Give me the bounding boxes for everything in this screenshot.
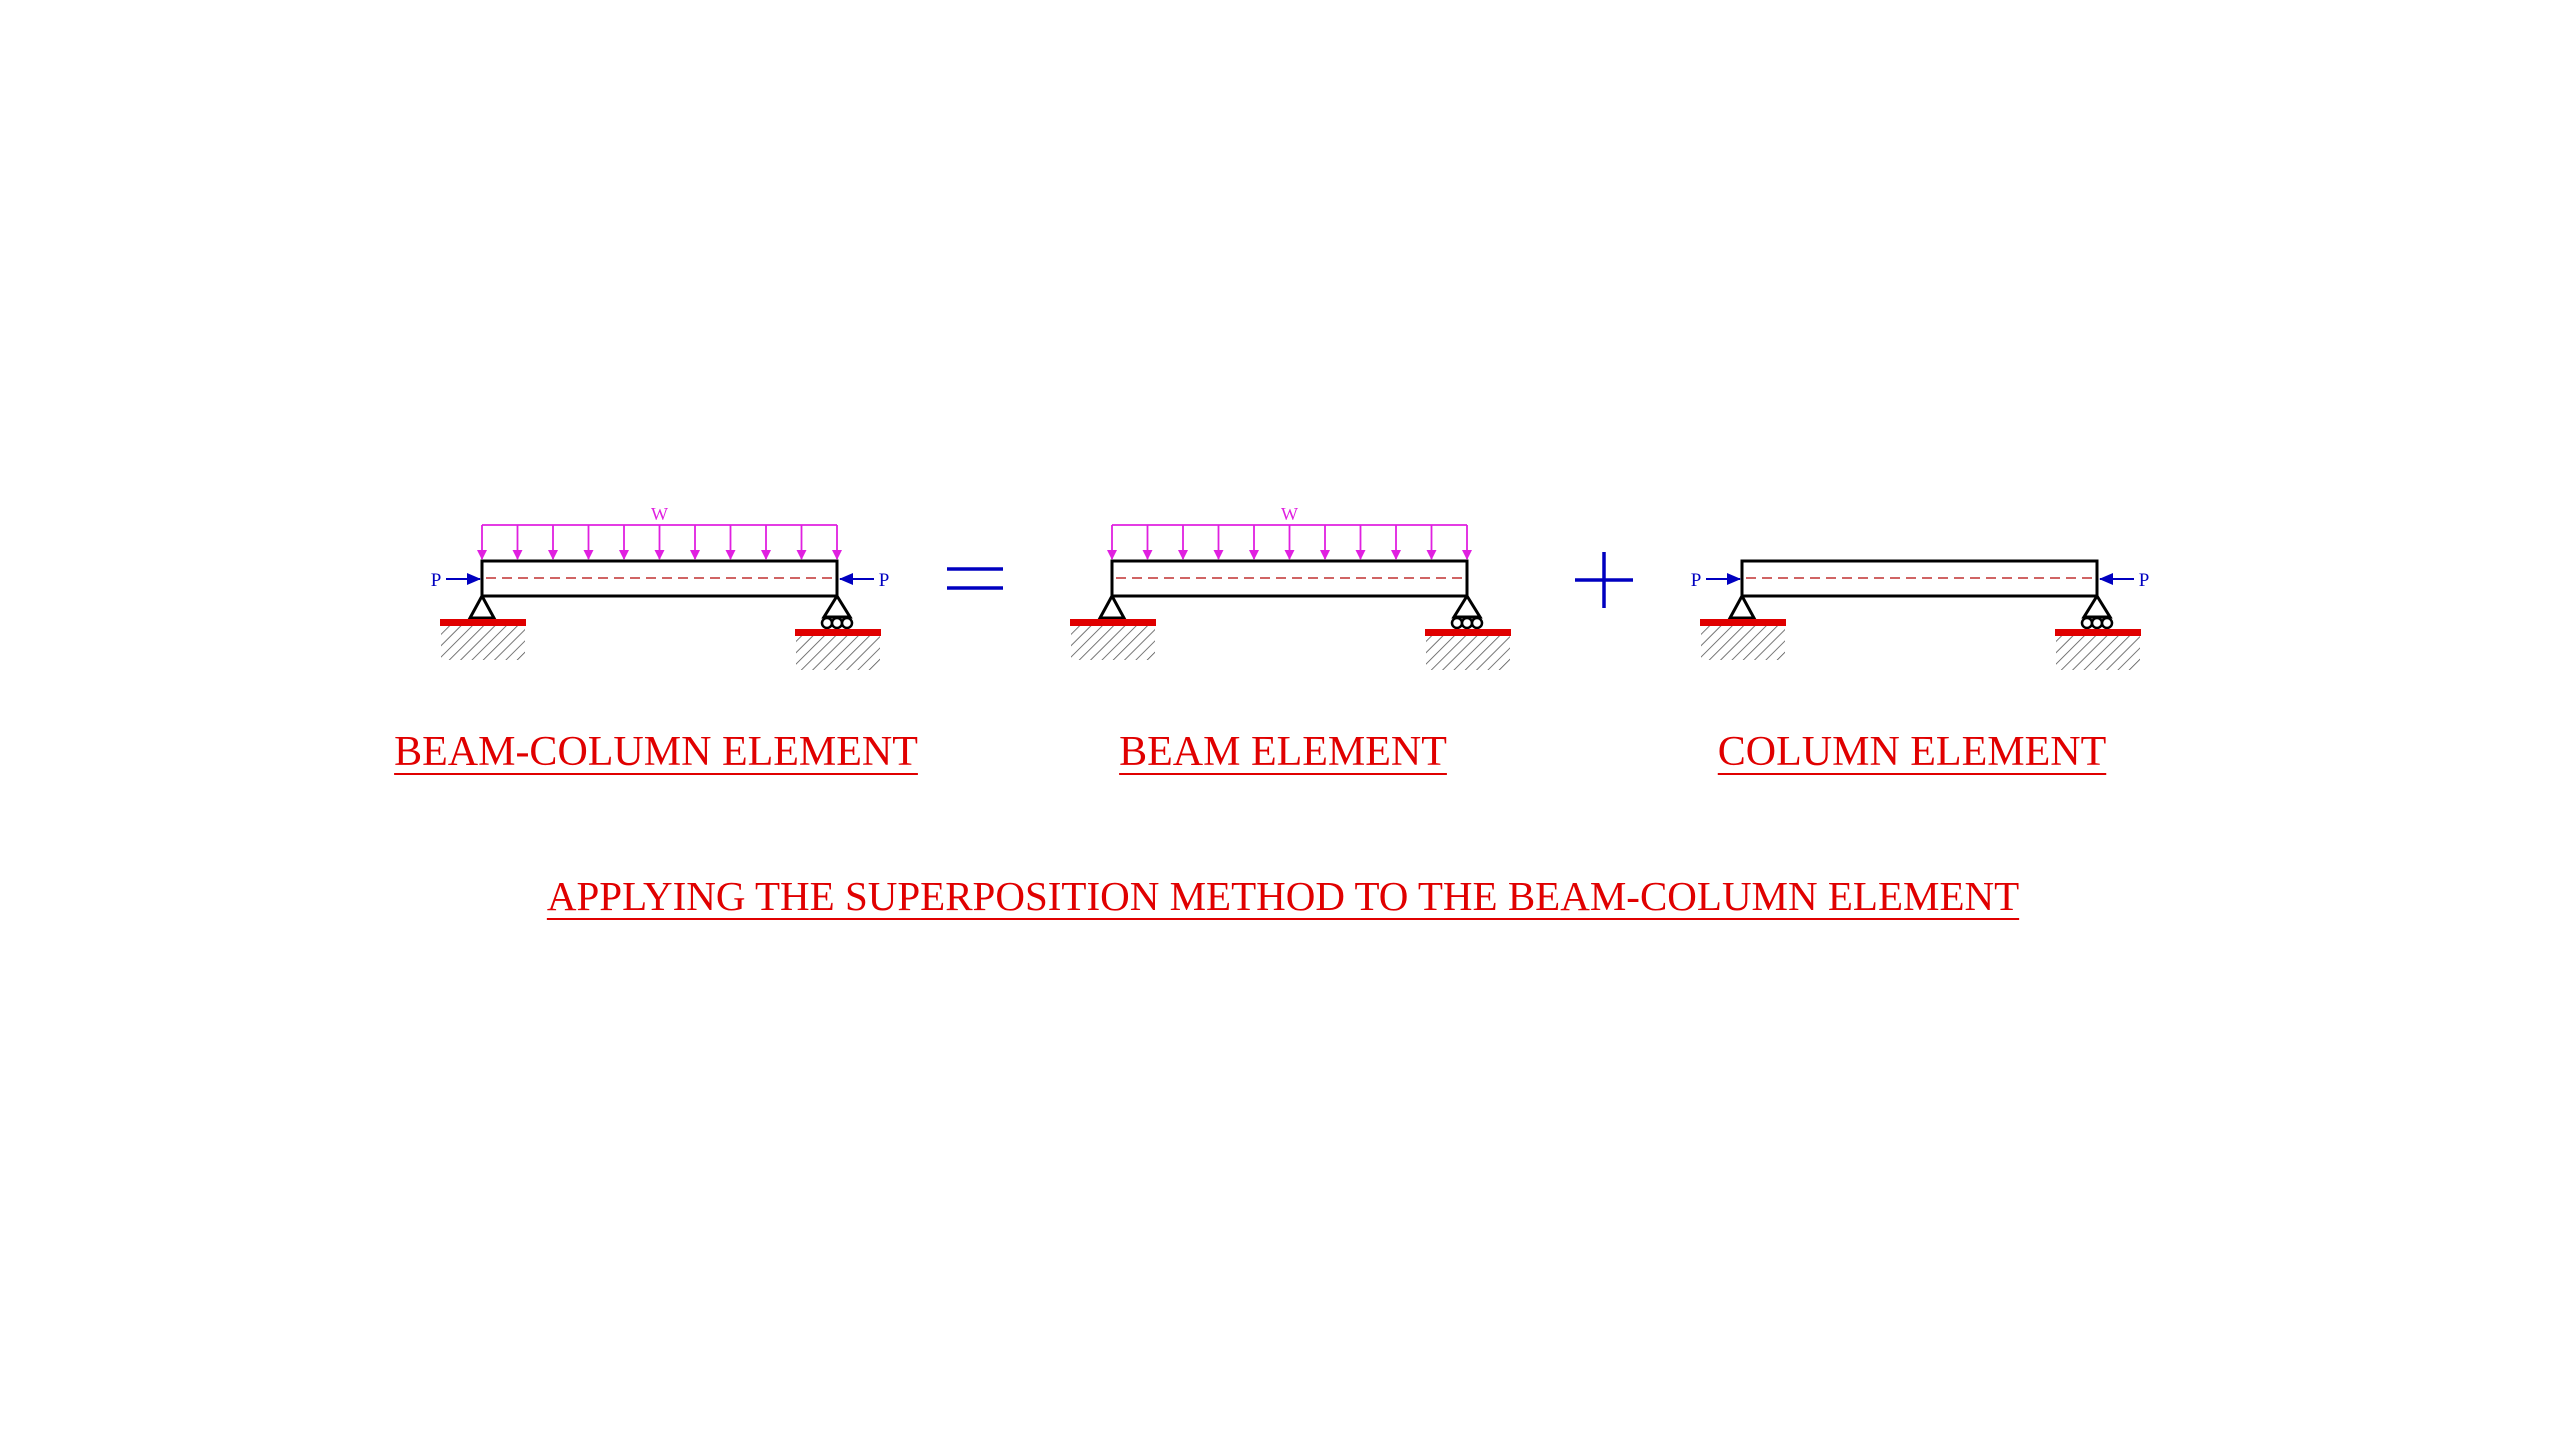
left-ground-plate	[1070, 619, 1156, 626]
axial-load-label-right: P	[879, 570, 890, 591]
left-ground-plate	[1700, 619, 1786, 626]
distributed-load-label: W	[1281, 504, 1298, 524]
right-ground-plate	[795, 629, 881, 636]
roller-wheel	[2090, 616, 2104, 630]
equals-sign	[947, 567, 1003, 590]
roller-wheel	[1450, 616, 1464, 630]
axial-load-label-left: P	[431, 570, 442, 591]
roller-wheel	[830, 616, 844, 630]
right-ground-plate	[1425, 629, 1511, 636]
roller-wheel	[820, 616, 834, 630]
left-ground-plate	[440, 619, 526, 626]
axial-load-label-right: P	[2139, 570, 2150, 591]
beam-column-element-caption: BEAM-COLUMN ELEMENT	[394, 729, 918, 775]
roller-support	[821, 593, 853, 619]
right-ground-hatch	[796, 636, 880, 670]
left-ground-hatch	[1701, 626, 1785, 660]
roller-support	[2081, 593, 2113, 619]
pin-support	[1097, 592, 1127, 620]
beam-column-diagram: W P P	[431, 504, 890, 670]
right-ground-hatch	[2056, 636, 2140, 670]
beam-element-caption: BEAM ELEMENT	[1119, 729, 1447, 775]
axial-load-label-left: P	[1691, 570, 1702, 591]
operators-group	[947, 552, 1633, 608]
beam-diagram: W	[1070, 504, 1511, 670]
roller-support	[1451, 593, 1483, 619]
plus-sign	[1575, 552, 1633, 608]
roller-wheel	[840, 616, 854, 630]
roller-wheel	[1460, 616, 1474, 630]
pin-support	[467, 592, 497, 620]
left-ground-hatch	[441, 626, 525, 660]
left-ground-hatch	[1071, 626, 1155, 660]
roller-wheel	[2080, 616, 2094, 630]
pin-support	[1727, 592, 1757, 620]
roller-wheel	[2100, 616, 2114, 630]
superposition-method-title: APPLYING THE SUPERPOSITION METHOD TO THE…	[546, 873, 2020, 919]
column-element-caption: COLUMN ELEMENT	[1717, 729, 2107, 775]
distributed-load-label: W	[651, 504, 668, 524]
right-ground-hatch	[1426, 636, 1510, 670]
right-ground-plate	[2055, 629, 2141, 636]
roller-wheel	[1470, 616, 1484, 630]
